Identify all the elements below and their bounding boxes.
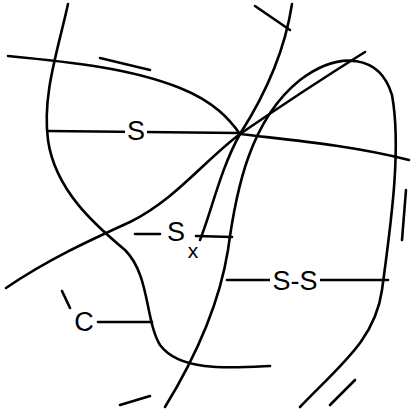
disulfide-crosslink: S-S (270, 268, 319, 295)
double-bond-mark (402, 190, 406, 240)
sulfur-crosslink: S (165, 219, 187, 246)
sulfur-crosslink: S (125, 118, 147, 145)
polymer-chain (6, 52, 365, 288)
double-bond-mark (330, 380, 355, 405)
polymer-chain (165, 61, 396, 407)
double-bond-mark (120, 396, 150, 405)
subscript: x (186, 240, 201, 261)
double-bond-mark (100, 58, 150, 70)
double-bond-mark (255, 6, 290, 30)
polymer-chain (8, 56, 409, 160)
carbon-crosslink: C (72, 309, 96, 336)
polymer-chain (200, 4, 292, 240)
polymer-chain (47, 4, 270, 367)
